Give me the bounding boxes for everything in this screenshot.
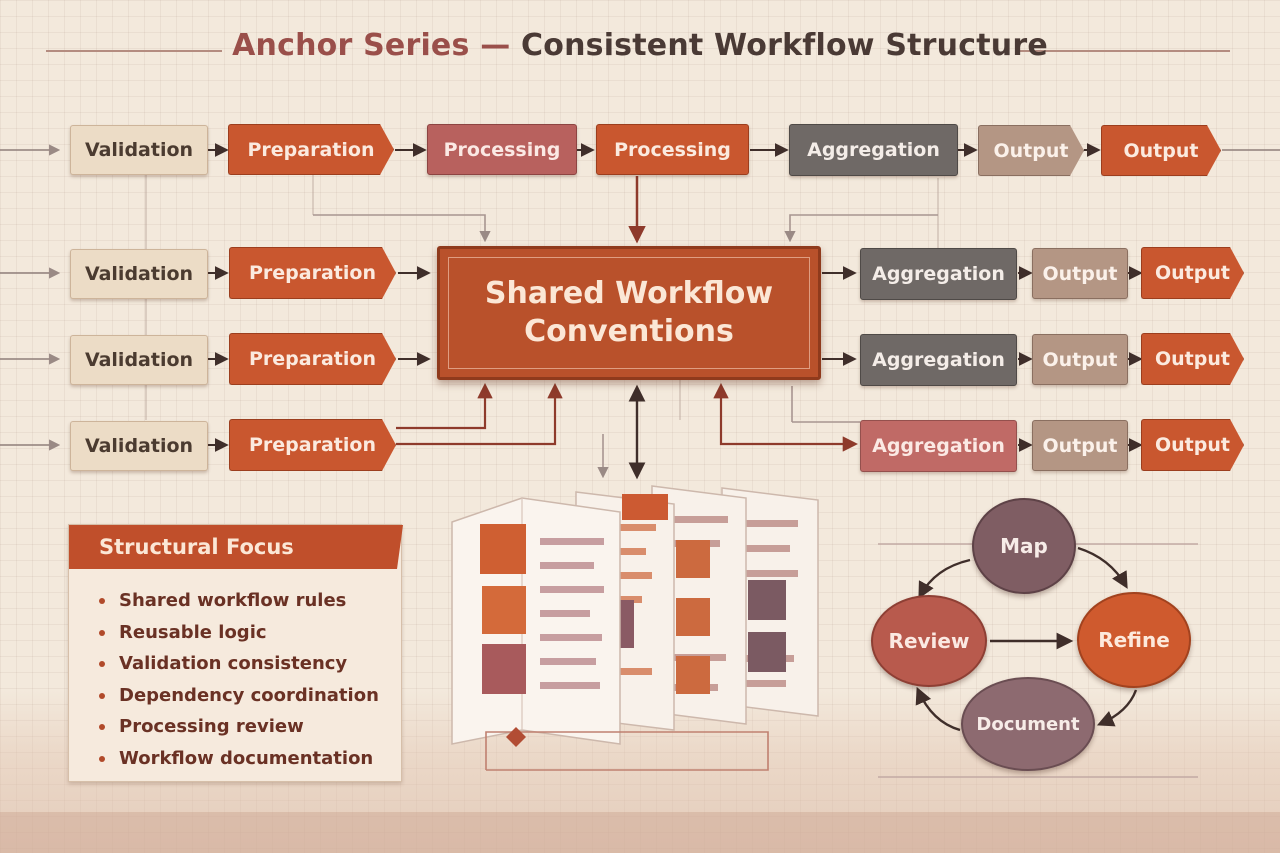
row4-stage-aggregation: Aggregation — [860, 420, 1017, 472]
row2-stage-output-b: Output — [1141, 247, 1244, 299]
row1-stage-aggregation: Aggregation — [789, 124, 958, 176]
title-rule-right — [1016, 50, 1230, 52]
document-stack-illustration — [451, 485, 819, 771]
row2-stage-aggregation: Aggregation — [860, 248, 1017, 300]
cycle-node-refine: Refine — [1077, 592, 1191, 688]
row1-stage-processing-b: Processing — [596, 124, 749, 175]
list-item: Reusable logic — [97, 617, 379, 649]
row2-stage-preparation: Preparation — [229, 247, 396, 299]
row1-stage-validation: Validation — [70, 125, 208, 175]
row3-stage-output-a: Output — [1032, 334, 1128, 385]
cycle-node-map: Map — [972, 498, 1076, 594]
row4-stage-output-a: Output — [1032, 420, 1128, 471]
structural-focus-panel: Structural Focus Shared workflow rules R… — [68, 524, 402, 782]
title-series: Anchor Series — [232, 28, 470, 63]
list-item: Workflow documentation — [97, 743, 379, 775]
row4-stage-preparation: Preparation — [229, 419, 396, 471]
row3-stage-aggregation: Aggregation — [860, 334, 1017, 386]
list-item: Shared workflow rules — [97, 585, 379, 617]
title-dash: — — [480, 28, 511, 63]
cycle-node-document: Document — [961, 677, 1095, 771]
row3-stage-output-b: Output — [1141, 333, 1244, 385]
row3-stage-validation: Validation — [70, 335, 208, 385]
shared-conventions-label: Shared Workflow Conventions — [440, 275, 818, 351]
list-item: Processing review — [97, 711, 379, 743]
row4-stage-output-b: Output — [1141, 419, 1244, 471]
row2-stage-output-a: Output — [1032, 248, 1128, 299]
bottom-strip — [0, 812, 1280, 853]
list-item: Validation consistency — [97, 648, 379, 680]
structural-focus-heading: Structural Focus — [69, 525, 403, 569]
structural-focus-list: Shared workflow rules Reusable logic Val… — [97, 585, 379, 774]
list-item: Dependency coordination — [97, 680, 379, 712]
shared-conventions-frame — [448, 257, 810, 369]
row3-stage-preparation: Preparation — [229, 333, 396, 385]
cycle-node-review: Review — [871, 595, 987, 687]
title-rule-left — [46, 50, 222, 52]
row1-stage-processing-a: Processing — [427, 124, 577, 175]
shared-conventions-line2: Conventions — [524, 314, 734, 349]
title-subject: Consistent Workflow Structure — [521, 28, 1048, 63]
page-title: Anchor Series — Consistent Workflow Stru… — [0, 28, 1280, 63]
shared-conventions-box: Shared Workflow Conventions — [437, 246, 821, 380]
row1-stage-output-b: Output — [1101, 125, 1221, 176]
row2-stage-validation: Validation — [70, 249, 208, 299]
shared-conventions-line1: Shared Workflow — [484, 276, 774, 311]
row1-stage-preparation: Preparation — [228, 124, 394, 175]
row1-stage-output-a: Output — [978, 125, 1084, 176]
row4-stage-validation: Validation — [70, 421, 208, 471]
